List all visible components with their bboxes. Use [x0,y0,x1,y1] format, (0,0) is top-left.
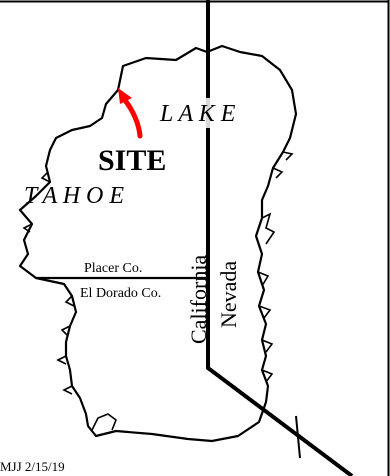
shoreline-west-texture [22,171,75,395]
state-line-tick [295,415,301,459]
el-dorado-county-label: El Dorado Co. [80,286,161,301]
tahoe-label: T A H O E [24,183,124,209]
nevada-label: Nevada [216,261,241,328]
site-arrow-icon [121,96,143,139]
lake-tahoe-shoreline [18,44,298,443]
site-arrow-head-icon [118,88,132,104]
placer-county-label: Placer Co. [84,261,142,276]
map-credit: MJJ 2/15/19 [0,459,65,474]
california-label: California [186,255,211,344]
lake-label: L A K E [159,101,236,127]
emerald-bay [91,413,117,431]
lake-label-backing [150,98,290,128]
site-label: SITE [98,144,166,177]
shoreline-east-texture [257,151,294,383]
